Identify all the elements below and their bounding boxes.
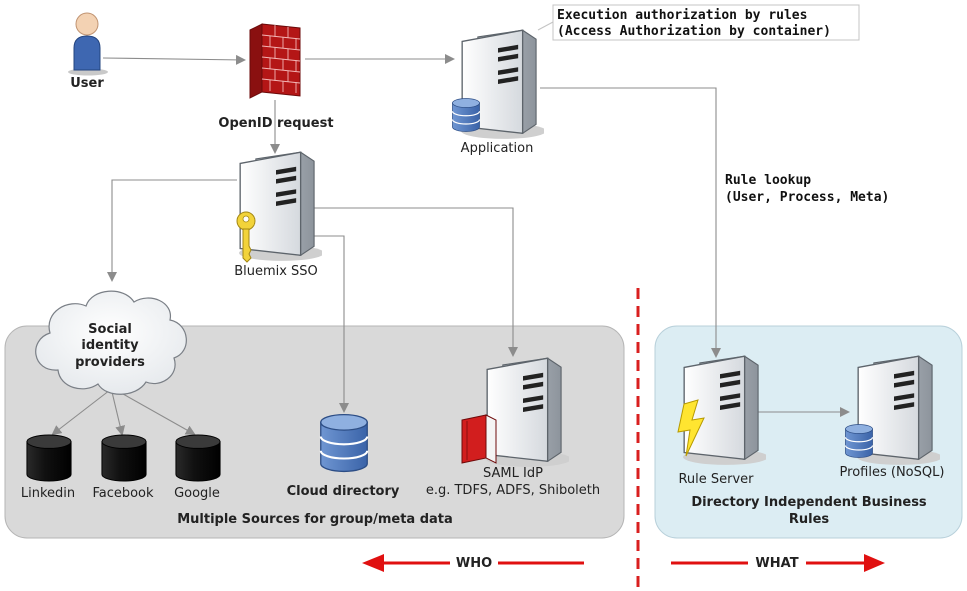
right-group-label-1: Directory Independent Business (691, 495, 927, 510)
google-label: Google (174, 486, 220, 501)
social-label-3: providers (75, 355, 145, 370)
connectors (51, 54, 850, 436)
right-group-label-2: Rules (789, 512, 830, 527)
bluemix-sso-label: Bluemix SSO (234, 264, 318, 279)
who-arrow (362, 554, 584, 572)
cloud-directory-label: Cloud directory (287, 484, 400, 499)
cloud-directory-db-icon (319, 413, 369, 473)
user-label: User (70, 76, 104, 91)
lightning-icon (677, 399, 705, 457)
linkedin-db-icon (26, 434, 72, 482)
rule-server-icon (682, 355, 766, 466)
profiles-label: Profiles (NoSQL) (840, 465, 945, 480)
rule-lookup-line-1: Rule lookup (725, 173, 811, 188)
social-label-2: identity (81, 338, 139, 353)
user-icon (68, 12, 108, 76)
cloud-icon (35, 290, 187, 395)
book-icon (461, 414, 497, 464)
facebook-label: Facebook (92, 486, 154, 501)
facebook-db-icon (101, 434, 147, 482)
key-icon (236, 211, 256, 263)
saml-idp-server-icon (485, 357, 569, 468)
rule-lookup-line-2: (User, Process, Meta) (725, 190, 889, 205)
application-label: Application (461, 141, 534, 156)
what-arrow (671, 554, 885, 572)
linkedin-label: Linkedin (21, 486, 75, 501)
what-label: WHAT (755, 556, 798, 571)
google-db-icon (175, 434, 221, 482)
bluemix-sso-server-icon (238, 151, 322, 262)
application-database-icon (451, 97, 481, 133)
rule-server-label: Rule Server (678, 472, 754, 487)
firewall-icon (249, 23, 301, 99)
execution-authorization-callout: Execution authorization by rules (Access… (537, 4, 860, 41)
saml-idp-label: SAML IdP (483, 466, 543, 481)
callout-line-1: Execution authorization by rules (557, 8, 807, 23)
profiles-db-icon (844, 423, 874, 459)
openid-request-label: OpenID request (218, 116, 333, 131)
callout-line-2: (Access Authorization by container) (557, 24, 831, 39)
social-label-1: Social (88, 322, 132, 337)
who-label: WHO (456, 556, 492, 571)
left-group-label: Multiple Sources for group/meta data (177, 512, 453, 527)
saml-examples-label: e.g. TDFS, ADFS, Shiboleth (426, 483, 600, 498)
